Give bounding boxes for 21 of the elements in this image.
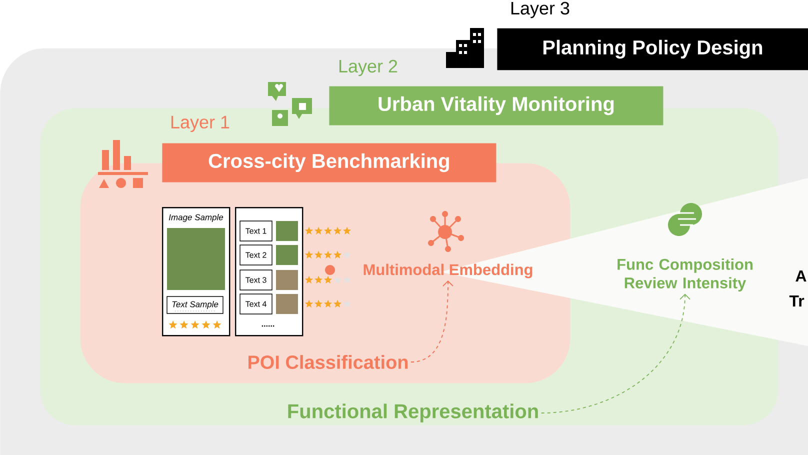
classification-label: POI Classification [248, 355, 408, 369]
title-bar: Urban Vitality Monitoring [329, 86, 664, 126]
metrics-label: Func Composition Review Intensity [618, 258, 752, 292]
ellipsis: ...... [262, 325, 274, 327]
review-text-box: Text 2 [240, 244, 272, 266]
review-text-box: Text 4 [240, 294, 272, 314]
layer-heading: Layer 3 [511, 2, 570, 18]
review-text-box: Text 1 [240, 220, 272, 242]
title-bar: Cross-city Benchmarking [162, 143, 496, 182]
cut-text: Tr [789, 296, 804, 306]
embedding-label: Multimodal Embedding [364, 264, 532, 278]
dashed-arrow [540, 294, 690, 414]
title-bar: Planning Policy Design [497, 28, 808, 70]
representation-label: Functional Representation [288, 404, 538, 422]
cut-text: A [796, 270, 806, 282]
layer-heading: Layer 1 [171, 116, 230, 132]
dashed-arrow [410, 280, 454, 362]
card-caption: Image Sample [168, 214, 224, 222]
text-sample-box: Text Sample [166, 296, 224, 314]
review-text-box: Text 3 [240, 270, 272, 290]
layer-heading: Layer 2 [339, 60, 398, 76]
